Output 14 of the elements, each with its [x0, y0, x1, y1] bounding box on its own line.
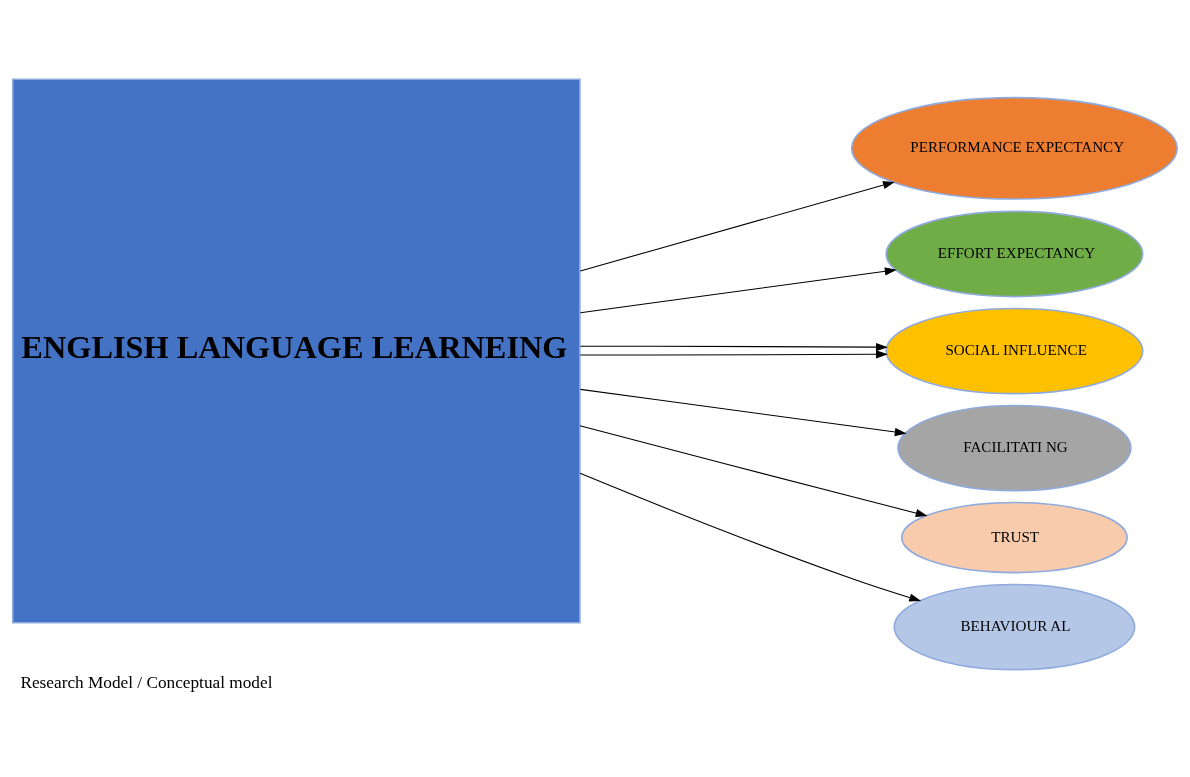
arrow	[579, 342, 888, 352]
node-ellipse: SOCIAL INFLUENCE	[885, 307, 1144, 395]
arrow	[579, 472, 922, 602]
node-ellipse: TRUST	[900, 501, 1128, 574]
caption: Research Model / Conceptual model	[20, 672, 273, 692]
node-ellipse: FACILITATI NG	[897, 404, 1132, 492]
node-ellipse: BEHAVIOUR AL	[893, 583, 1136, 671]
arrow	[579, 425, 928, 518]
arrow	[579, 350, 888, 359]
node-ellipse: PERFORMANCE EXPECTANCY	[850, 96, 1179, 200]
arrow	[579, 181, 895, 272]
arrow	[579, 267, 897, 314]
node-box: ENGLISH LANGUAGE LEARNEING	[11, 78, 581, 624]
arrow	[579, 388, 907, 437]
